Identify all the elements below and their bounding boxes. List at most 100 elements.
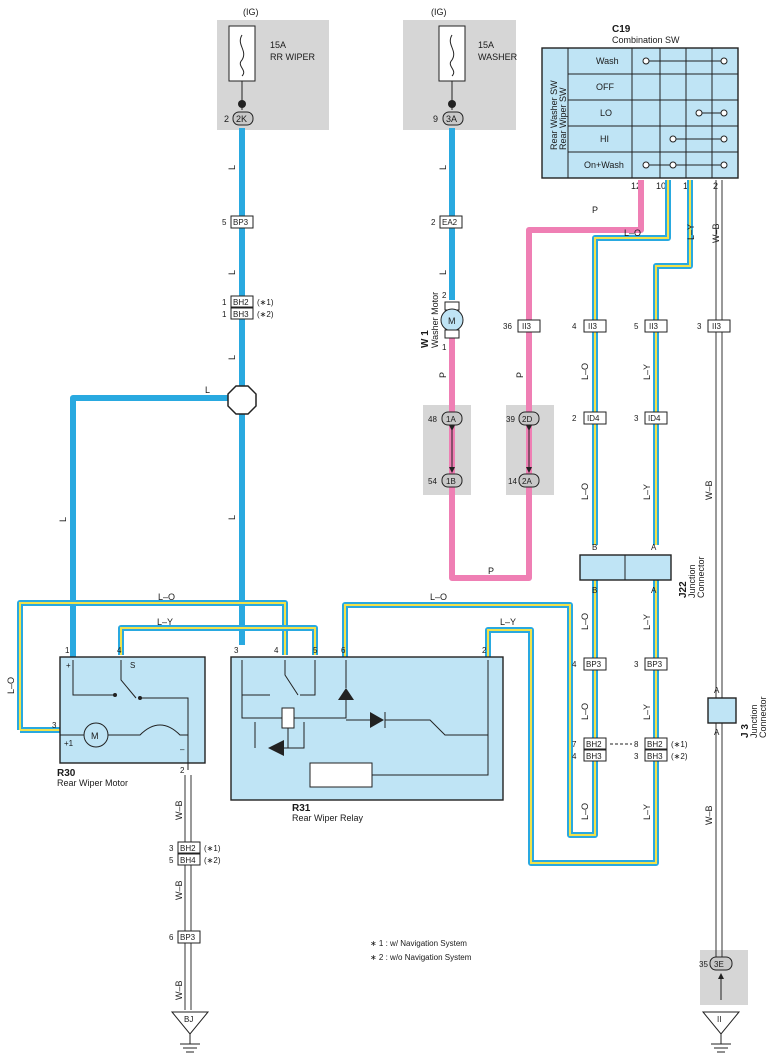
fuse-rating: 15A (478, 40, 494, 50)
wire-label-ly: L–Y (686, 224, 696, 240)
combination-switch: C19 Combination SW Rear Washer SW Rear W… (541, 24, 739, 191)
rear-wiper-motor: 1 4 + S 3 +1 – 2 M R30 Rear Wiper Motor (52, 646, 206, 788)
wire-label-ly: L–Y (642, 364, 652, 380)
note-variant-1: ∗ 1 : w/ Navigation System (370, 939, 467, 948)
svg-text:4: 4 (274, 646, 279, 655)
svg-text:2: 2 (572, 414, 577, 423)
svg-text:1: 1 (65, 646, 70, 655)
wire-label-l: L (227, 515, 237, 520)
svg-text:BJ: BJ (184, 1015, 193, 1024)
connector-ea2: EA2 2 (431, 215, 463, 229)
wire-ly-lower (485, 580, 659, 866)
svg-text:1B: 1B (446, 477, 456, 486)
svg-text:ID4: ID4 (587, 414, 600, 423)
svg-text:2D: 2D (522, 415, 532, 424)
connector-3e: 3E 35 (699, 956, 733, 1000)
switch-side-label-2: Rear Wiper SW (558, 87, 568, 150)
svg-text:BH4: BH4 (180, 856, 196, 865)
wire-label-wb: W–B (711, 223, 721, 243)
svg-text:1A: 1A (446, 415, 456, 424)
switch-code: C19 (612, 24, 631, 35)
connector-label: 2K (236, 114, 247, 124)
svg-text:BH2: BH2 (233, 298, 249, 307)
svg-text:Rear Wiper Motor: Rear Wiper Motor (57, 778, 128, 788)
wire-wb-right (715, 180, 723, 960)
wire-lo-switch (592, 180, 671, 545)
svg-text:+1: +1 (64, 739, 74, 748)
svg-text:BH3: BH3 (586, 752, 602, 761)
wire-label-l: L (438, 270, 448, 275)
fuse-rr-wiper: (IG) 15A RR WIPER 2K 2 (224, 7, 316, 126)
svg-text:5: 5 (169, 856, 174, 865)
wire-label-l: L (227, 165, 237, 170)
wire-label-lo: L–O (580, 363, 590, 380)
svg-text:36: 36 (503, 322, 512, 331)
connector-bh2-bh3-top: BH2 BH3 1 1 (∗1) (∗2) (222, 295, 274, 320)
svg-text:II3: II3 (649, 322, 658, 331)
svg-text:BH2: BH2 (180, 844, 196, 853)
wire-label-lo: L–O (158, 592, 175, 602)
wire-label-lo: L–O (6, 677, 16, 694)
wire-label-p: P (515, 372, 525, 378)
svg-text:8: 8 (634, 740, 639, 749)
svg-text:S: S (130, 661, 135, 670)
wire-label-lo: L–O (624, 228, 641, 238)
svg-text:5: 5 (222, 218, 227, 227)
svg-text:(∗1): (∗1) (257, 298, 274, 307)
svg-text:2: 2 (482, 646, 487, 655)
wire-label-l: L (438, 165, 448, 170)
svg-text:M: M (448, 316, 456, 326)
svg-text:1: 1 (222, 310, 227, 319)
svg-text:35: 35 (699, 960, 708, 969)
switch-position-lo: LO (600, 108, 612, 118)
svg-text:4: 4 (572, 322, 577, 331)
fuse-supply-label: (IG) (243, 7, 259, 17)
wire-label-wb: W–B (704, 805, 714, 825)
svg-text:3: 3 (52, 721, 57, 730)
svg-text:7: 7 (572, 740, 577, 749)
svg-text:A: A (714, 686, 720, 695)
wire-label-l: L (58, 517, 68, 522)
wire-label-p: P (488, 566, 494, 576)
fuse-name: RR WIPER (270, 52, 316, 62)
svg-text:B: B (592, 586, 597, 595)
fuse-supply-label: (IG) (431, 7, 447, 17)
svg-text:6: 6 (341, 646, 346, 655)
svg-text:54: 54 (428, 477, 437, 486)
rear-wiper-relay: 3 4 5 6 2 R31 Rear Wiper Relay (230, 646, 504, 823)
wire-wb-left (184, 775, 192, 1010)
connector-id4-row: ID4 2 ID4 3 (572, 411, 668, 425)
switch-position-hi: HI (600, 134, 609, 144)
svg-text:48: 48 (428, 415, 437, 424)
svg-text:3: 3 (234, 646, 239, 655)
svg-text:M: M (91, 731, 99, 741)
svg-text:14: 14 (508, 477, 517, 486)
svg-text:(∗2): (∗2) (671, 752, 688, 761)
svg-text:R30: R30 (57, 768, 76, 779)
svg-text:6: 6 (169, 933, 174, 942)
connector-1a-1b: 1A 48 1B 54 (428, 411, 463, 488)
wire-label-ly: L–Y (642, 804, 652, 820)
svg-text:1: 1 (442, 343, 447, 352)
svg-text:W 1: W 1 (420, 330, 431, 348)
svg-text:Washer Motor: Washer Motor (430, 292, 440, 348)
ground-bj: BJ (170, 1011, 210, 1053)
junction-connector-j22: B A B A J22 Junction Connector (579, 543, 706, 598)
switch-position-off: OFF (596, 82, 614, 92)
wire-label-p: P (592, 205, 598, 215)
fuse-rating: 15A (270, 40, 286, 50)
svg-text:(∗1): (∗1) (671, 740, 688, 749)
wire-label-wb: W–B (174, 800, 184, 820)
svg-text:BP3: BP3 (647, 660, 663, 669)
svg-text:II3: II3 (522, 322, 531, 331)
washer-motor: M 2 1 W 1 Washer Motor (420, 291, 464, 352)
wire-label-lo: L–O (430, 592, 447, 602)
svg-text:A: A (714, 728, 720, 737)
note-variant-2: ∗ 2 : w/o Navigation System (370, 953, 472, 962)
svg-text:4: 4 (117, 646, 122, 655)
svg-text:39: 39 (506, 415, 515, 424)
switch-name: Combination SW (612, 35, 680, 45)
switch-side-label-1: Rear Washer SW (549, 80, 559, 150)
wire-label-ly: L–Y (157, 617, 173, 627)
